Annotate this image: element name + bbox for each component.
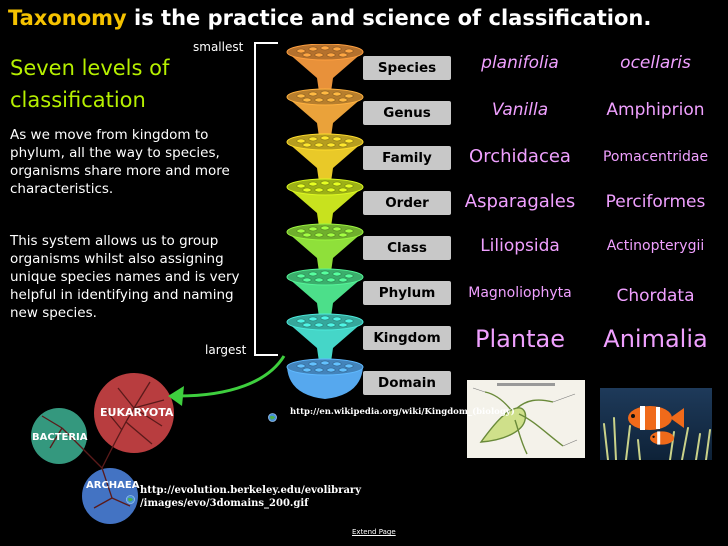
bacteria-circle — [31, 408, 87, 464]
animal-kingdom: Animalia — [603, 325, 708, 353]
size-bracket — [254, 42, 278, 356]
animal-order: Perciformes — [605, 192, 706, 212]
funnel-level-species — [286, 44, 364, 92]
evolution-link-line-1: http://evolution.berkeley.edu/evolibrary — [140, 485, 362, 496]
animal-class: Actinopterygii — [606, 238, 705, 254]
description-paragraph-1: As we move from kingdom to phylum, all t… — [10, 127, 230, 197]
level-badge-phylum: Phylum — [363, 281, 451, 305]
level-badge-family: Family — [363, 146, 451, 170]
eukaryota-label: EUKARYOTA — [100, 406, 174, 419]
level-badge-domain: Domain — [363, 371, 451, 395]
plant-family: Orchidacea — [469, 146, 571, 167]
globe-icon — [268, 413, 277, 422]
funnel-level-order — [286, 178, 364, 227]
plant-kingdom: Plantae — [475, 325, 565, 353]
funnel-level-phylum — [286, 268, 364, 317]
level-badge-genus: Genus — [363, 101, 451, 125]
label-smallest: smallest — [193, 40, 244, 54]
label-largest: largest — [205, 343, 247, 357]
vanilla-flower-diagram — [467, 380, 585, 458]
plant-genus: Vanilla — [491, 100, 549, 120]
eukaryota-circle — [94, 373, 174, 453]
funnel-level-kingdom — [286, 313, 364, 362]
evolution-link-line-2: /images/evo/3domains_200.gif — [140, 498, 309, 509]
animal-family: Pomacentridae — [602, 149, 709, 165]
archaea-label: ARCHAEA — [86, 480, 140, 491]
plant-phylum: Magnoliophyta — [468, 285, 572, 301]
plant-species: planifolia — [481, 53, 559, 73]
funnel-level-class — [286, 223, 364, 272]
level-badge-species: Species — [363, 56, 451, 80]
tree-of-life-diagram: EUKARYOTA BACTERIA ARCHAEA — [31, 373, 174, 524]
title-keyword: Taxonomy — [8, 6, 127, 30]
globe-icon — [126, 495, 135, 504]
plant-order: Asparagales — [464, 191, 576, 212]
page-title: Taxonomy is the practice and science of … — [8, 6, 651, 30]
archaea-circle — [82, 468, 138, 524]
subtitle: Seven levels of classification — [10, 56, 170, 112]
funnel-level-genus — [286, 88, 364, 137]
funnel-level-domain — [286, 358, 364, 399]
animal-species: ocellaris — [620, 53, 691, 73]
bacteria-label: BACTERIA — [32, 432, 88, 443]
arrow-to-tree — [168, 355, 286, 406]
animal-phylum: Chordata — [616, 286, 695, 306]
animal-genus: Amphiprion — [606, 100, 705, 120]
extend-page-link[interactable]: Extend Page — [352, 528, 396, 536]
wikipedia-source-link[interactable]: http://en.wikipedia.org/wiki/Kingdom_(bi… — [290, 407, 515, 417]
level-badge-class: Class — [363, 236, 451, 260]
level-badge-kingdom: Kingdom — [363, 326, 451, 350]
description-paragraph-2: This system allows us to group organisms… — [10, 233, 240, 321]
plant-class: Liliopsida — [480, 236, 560, 256]
clownfish-photo — [600, 388, 712, 460]
funnel-level-family — [286, 133, 364, 182]
title-rest: is the practice and science of classific… — [126, 6, 652, 30]
evolution-source-link[interactable]: http://evolution.berkeley.edu/evolibrary… — [140, 484, 361, 510]
taxonomy-funnel-diagram — [286, 44, 364, 399]
level-badge-order: Order — [363, 191, 451, 215]
